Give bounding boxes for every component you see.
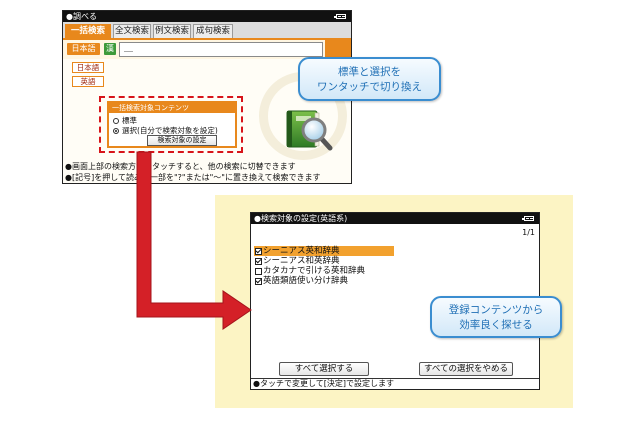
select-all-button[interactable]: すべて選択する [279,362,369,376]
side-language-japanese[interactable]: 日本語 [72,62,104,73]
list-item[interactable]: カタカナで引ける英和辞典 [254,266,454,276]
checkbox-icon [255,267,262,275]
search-target-settings-button[interactable]: 検索対象の設定 [147,135,217,146]
search-input[interactable]: ＿ [119,42,323,57]
tab-batch-search[interactable]: 一括検索 [65,24,111,38]
radio-icon [113,117,119,124]
option-label: 標準 [122,116,137,125]
dictionary-search-icon [284,105,334,151]
panel-header: 一括検索対象コンテンツ [109,103,235,113]
callout-line: 登録コンテンツから [448,304,544,316]
radio-icon [113,127,119,134]
search-side-button[interactable] [325,40,351,59]
hint-line: ●[記号]を押して読みの一部を"?"または"～"に置き換えて検索できます [65,172,321,182]
tab-phrase-search[interactable]: 成句検索 [193,24,233,38]
list-item[interactable]: 英語類語使い分け辞典 [254,276,454,286]
list-item-label: シーニアス英和辞典 [263,246,340,256]
search-contents-panel: 一括検索対象コンテンツ 標準 選択(自分で検索対象を設定) 検索対象の設定 [107,101,237,148]
checkbox-icon [255,247,262,255]
hint-text: ●画面上部の検索方法をタッチすると、他の検索に切替できます ●[記号]を押して読… [65,162,351,183]
callout-line: ワンタッチで切り換え [317,81,422,93]
tab-example-search[interactable]: 例文検索 [153,24,191,38]
battery-icon [522,216,534,221]
option-label: 選択(自分で検索対象を設定) [122,126,218,135]
checkbox-icon [255,257,262,265]
footer-hint: ●タッチで変更して[決定]で設定します [251,378,539,389]
option-custom[interactable]: 選択(自分で検索対象を設定) [113,126,218,135]
side-language-english[interactable]: 英語 [72,76,104,87]
list-item-label: 英語類語使い分け辞典 [263,276,349,286]
search-mode-tabs: 一括検索 全文検索 例文検索 成句検索 [63,22,351,38]
callout-line: 効率良く探せる [459,319,533,331]
list-item-label: カタカナで引ける英和辞典 [263,266,366,276]
option-standard[interactable]: 標準 [113,116,137,125]
deselect-all-button[interactable]: すべての選択をやめる [419,362,513,376]
callout-toggle: 標準と選択を ワンタッチで切り換え [298,57,441,101]
callout-search-efficiently: 登録コンテンツから 効率良く探せる [430,296,562,338]
battery-icon [334,14,346,19]
input-language-button[interactable]: 日本語 [67,43,100,55]
list-item[interactable]: シーニアス和英辞典 [254,256,454,266]
checkbox-icon [255,277,262,285]
page-indicator: 1/1 [522,228,535,237]
tab-fulltext-search[interactable]: 全文検索 [113,24,151,38]
hint-line: ●画面上部の検索方法をタッチすると、他の検索に切替できます [65,162,296,171]
dictionary-list: シーニアス英和辞典 シーニアス和英辞典 カタカナで引ける英和辞典 英語類語使い分… [254,246,454,286]
callout-line: 標準と選択を [338,66,401,78]
tab-underline [63,38,351,40]
search-input-value: ＿ [124,44,134,54]
kanji-button[interactable]: 漢 [104,43,116,55]
screen-title: ●調べる [66,12,97,21]
list-item[interactable]: シーニアス英和辞典 [254,246,394,256]
search-bar: 日本語 漢 ＿ [63,40,351,59]
screen-title: ●検索対象の設定(英語系) [254,214,348,223]
title-bar: ●調べる [63,11,351,22]
title-bar: ●検索対象の設定(英語系) [251,213,539,224]
list-item-label: シーニアス和英辞典 [263,256,340,266]
